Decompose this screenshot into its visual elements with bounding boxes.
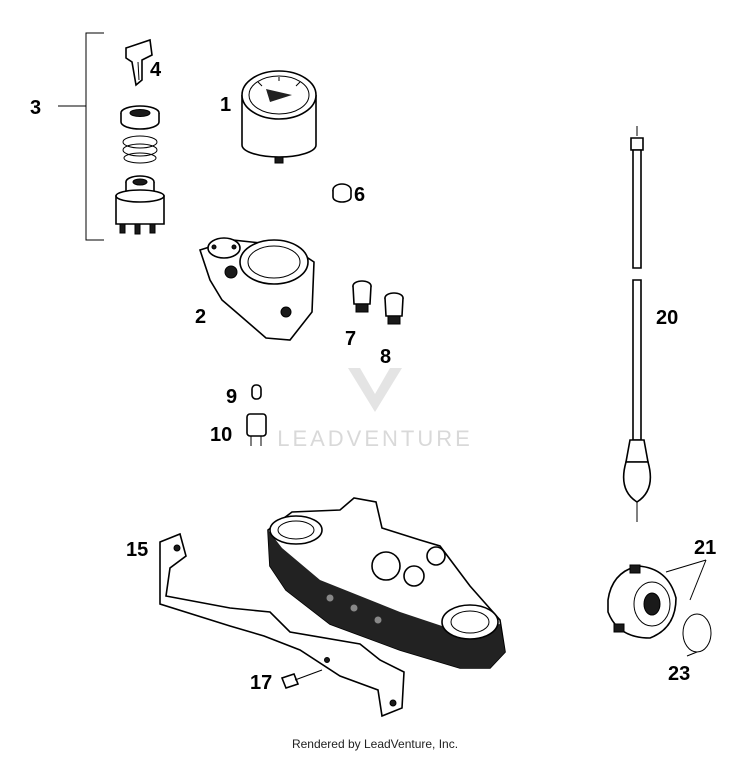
callout-2: 2 bbox=[195, 306, 206, 328]
bulb-part bbox=[251, 384, 262, 400]
lock-ring-part bbox=[120, 105, 160, 130]
callout-8: 8 bbox=[380, 346, 391, 368]
watermark: LEADVENTURE bbox=[277, 368, 473, 451]
callout-21-leaders bbox=[665, 559, 707, 601]
callout-15: 15 bbox=[126, 539, 148, 561]
lamp-part-7 bbox=[352, 280, 372, 313]
bolt-part bbox=[280, 669, 323, 689]
ignition-switch-part bbox=[115, 175, 165, 235]
key-part bbox=[125, 38, 153, 87]
group-3-bracket bbox=[58, 32, 104, 241]
lamp-part-8 bbox=[384, 292, 404, 325]
callout-9: 9 bbox=[226, 386, 237, 408]
mounting-bracket-part bbox=[159, 532, 405, 718]
spring-part bbox=[122, 135, 158, 164]
plug-part bbox=[332, 183, 352, 203]
callout-1: 1 bbox=[220, 94, 231, 116]
circlip-part bbox=[682, 613, 712, 657]
callout-labels: 3 4 1 6 2 7 8 9 10 20 15 21 23 17 bbox=[30, 59, 716, 694]
callout-20: 20 bbox=[656, 307, 678, 329]
speedometer-part bbox=[241, 70, 317, 164]
callout-4: 4 bbox=[150, 59, 162, 81]
bulb-socket-part bbox=[246, 413, 267, 446]
callout-21: 21 bbox=[694, 537, 716, 559]
speedometer-drive-part bbox=[607, 564, 677, 639]
watermark-text: LEADVENTURE bbox=[277, 426, 473, 451]
triple-clamp-part bbox=[267, 497, 506, 669]
callout-6: 6 bbox=[354, 184, 365, 206]
instrument-housing-part bbox=[198, 237, 315, 341]
callout-3: 3 bbox=[30, 97, 41, 119]
speedometer-cable-part bbox=[622, 126, 652, 522]
footer-credit: Rendered by LeadVenture, Inc. bbox=[291, 737, 459, 751]
callout-23: 23 bbox=[668, 663, 690, 685]
callout-10: 10 bbox=[210, 424, 232, 446]
callout-17: 17 bbox=[250, 672, 272, 694]
callout-7: 7 bbox=[345, 328, 356, 350]
